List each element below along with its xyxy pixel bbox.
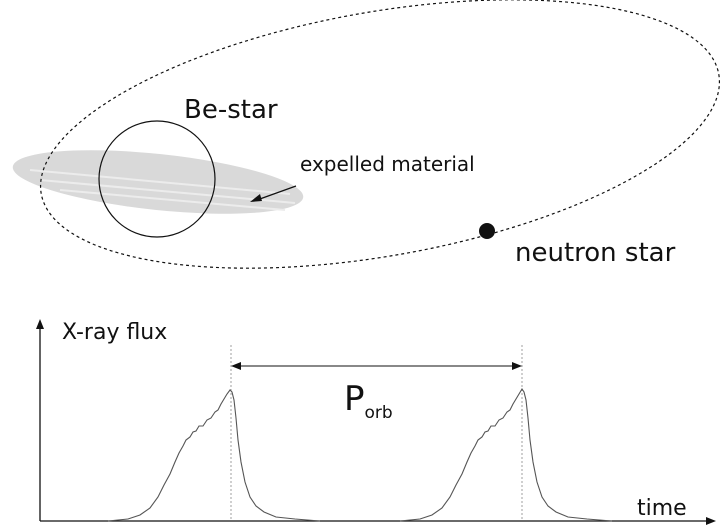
disk-pointer-arrow xyxy=(250,185,297,202)
period-arrow-right-head xyxy=(512,362,522,370)
period-arrow-left-head xyxy=(231,362,241,370)
be-star xyxy=(98,120,216,238)
period-subscript: orb xyxy=(365,403,393,423)
disk-stripe xyxy=(59,189,286,211)
period-symbol: Porb xyxy=(344,379,393,423)
neutron-star-dot xyxy=(479,223,495,239)
disk-stripe xyxy=(39,179,296,204)
arrow-shaft xyxy=(256,185,297,201)
be-star-label: Be-star xyxy=(184,95,278,125)
light-curve-plot: X-ray flux time Porb xyxy=(36,319,716,525)
outburst-curve-1 xyxy=(107,389,321,522)
orbit-schematic: Be-star expelled material neutron star xyxy=(12,0,720,269)
period-double-arrow xyxy=(231,362,522,370)
disk-stripe xyxy=(29,169,291,195)
neutron-star-label: neutron star xyxy=(515,238,676,268)
orbit-ellipse xyxy=(39,0,720,269)
x-axis-arrow-icon xyxy=(706,517,716,525)
y-axis-label: X-ray flux xyxy=(62,320,167,345)
decretion-disk xyxy=(12,150,304,214)
y-axis-arrow-icon xyxy=(36,319,44,329)
period-main: P xyxy=(344,379,365,419)
x-axis-label: time xyxy=(637,496,687,521)
expelled-material-label: expelled material xyxy=(300,152,475,176)
arrow-head xyxy=(250,194,262,202)
outburst-curve-2 xyxy=(399,387,613,522)
